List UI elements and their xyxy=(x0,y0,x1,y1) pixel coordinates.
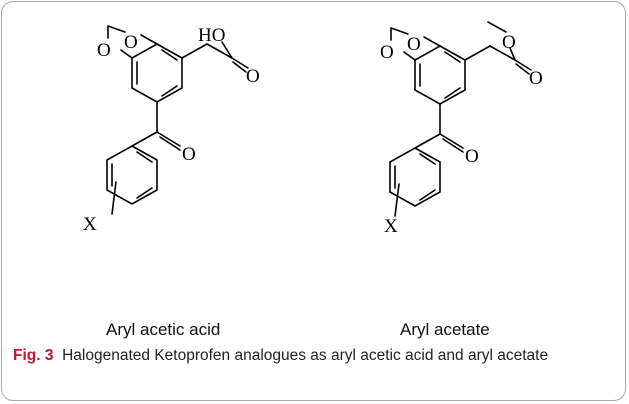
aryl-acetate-structure xyxy=(389,21,532,217)
chemical-structures: O O HO O O X O O O O O X xyxy=(83,21,543,237)
figure-caption-text: Halogenated Ketoprofen analogues as aryl… xyxy=(62,347,549,364)
phenyl-ring-1 xyxy=(106,145,158,205)
phenyl-ring-2 xyxy=(389,147,441,207)
oxygen-ring-left-1: O xyxy=(97,40,111,61)
oxygen-ring-left-2: O xyxy=(380,42,394,63)
benzene-ring-1 xyxy=(131,43,183,103)
ester-carbonyl-oxygen: O xyxy=(529,68,543,89)
halogen-x-2: X xyxy=(384,216,398,237)
ketone-oxygen-2: O xyxy=(465,146,479,167)
benzene-ring-2 xyxy=(414,45,466,105)
ketone-oxygen-1: O xyxy=(182,144,196,165)
figure-caption: Fig. 3 Halogenated Ketoprofen analogues … xyxy=(13,345,613,367)
oxygen-ring-top-1: O xyxy=(124,32,138,53)
aryl-acetic-acid-structure xyxy=(106,25,249,215)
figure-label: Fig. 3 xyxy=(13,347,54,364)
hydroxyl-label: HO xyxy=(198,25,225,46)
oxygen-ring-top-2: O xyxy=(407,34,421,55)
halogen-x-1: X xyxy=(83,214,97,235)
acid-carbonyl-oxygen: O xyxy=(246,66,260,87)
structure-name-acetate: Aryl acetate xyxy=(400,320,490,339)
structure-name-acid: Aryl acetic acid xyxy=(106,320,221,339)
ester-oxygen: O xyxy=(502,32,516,53)
